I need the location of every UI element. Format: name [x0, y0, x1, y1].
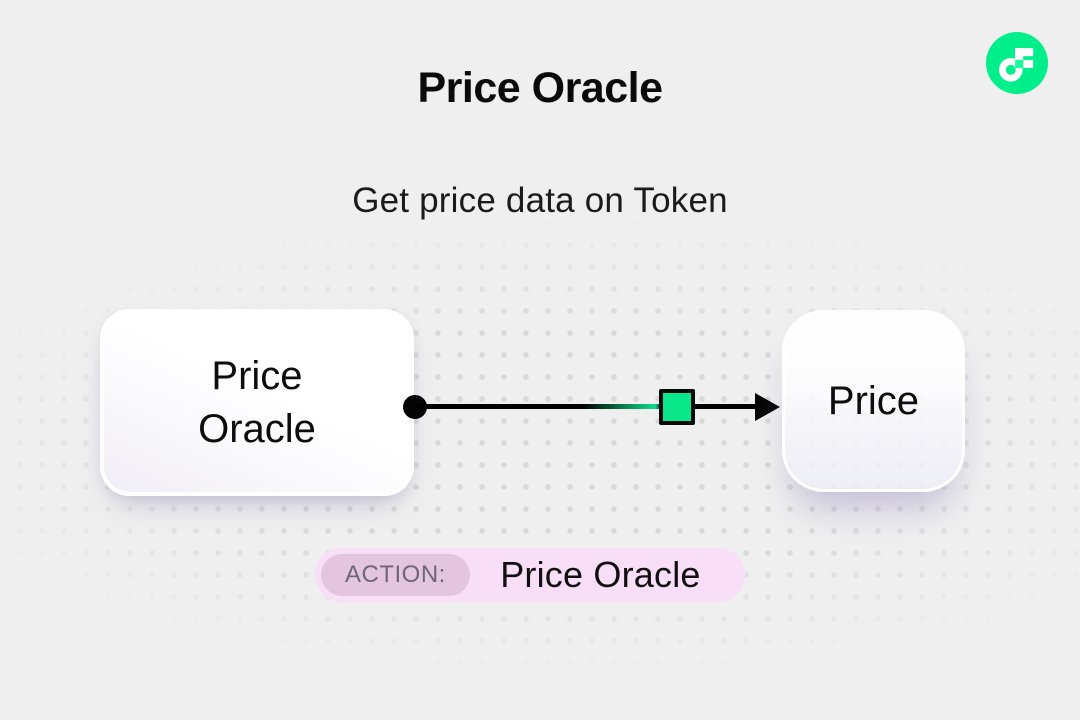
node-price-label: Price [827, 378, 920, 423]
connector-line [415, 404, 758, 409]
connector-action-handle[interactable] [659, 389, 695, 425]
action-badge-label: ACTION: [321, 554, 470, 596]
node-price-oracle[interactable]: Price Oracle [100, 309, 414, 496]
page-subtitle: Get price data on Token [352, 181, 728, 220]
node-price-oracle-label: Price Oracle [198, 353, 316, 451]
connector-arrowhead-icon [755, 393, 780, 421]
node-price[interactable]: Price [782, 310, 965, 492]
page-title: Price Oracle [417, 64, 663, 112]
flow-logo-icon[interactable] [986, 32, 1048, 94]
action-badge-value: Price Oracle [500, 554, 701, 595]
action-badge[interactable]: ACTION: Price Oracle [315, 548, 745, 602]
